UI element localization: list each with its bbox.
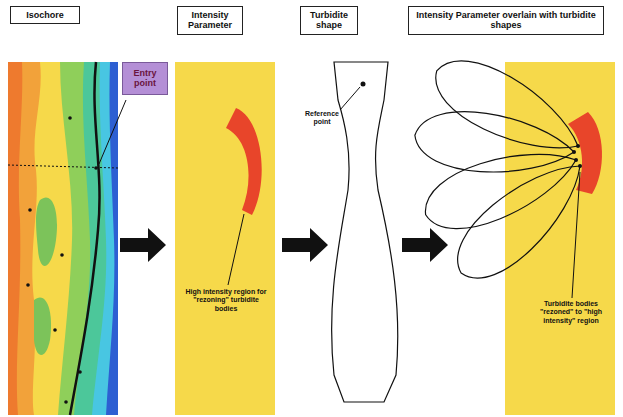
turbidite-petals [412,45,600,295]
region-note: High intensity region for "rezoning" tur… [183,288,269,313]
intensity-panel [175,62,275,415]
box-text: Intensity Parameter overlain with turbid… [413,10,599,31]
intensity-panel [505,62,615,415]
panel-header: Turbidite shape [300,6,358,35]
panel-header: Intensity Parameter overlain with turbid… [408,6,604,35]
high-intensity-region [568,112,602,194]
box-text: Entry point [126,68,164,89]
panel-header: Isochore [10,6,80,24]
high-intensity-region [226,108,262,215]
box-text: Turbidite shape [305,10,353,31]
box-text: Isochore [15,10,75,20]
flow-arrow [120,228,448,262]
reference-point-label: Reference point [302,110,342,127]
box-text: Intensity Parameter [182,10,238,31]
result-note: Turbidite bodies "rezoned" to "high inte… [530,300,612,325]
panel-header: Intensity Parameter [177,6,243,35]
turbidite-outline [332,62,398,402]
isochore-map [8,62,126,415]
entry-point-box: Entry point [122,62,168,95]
